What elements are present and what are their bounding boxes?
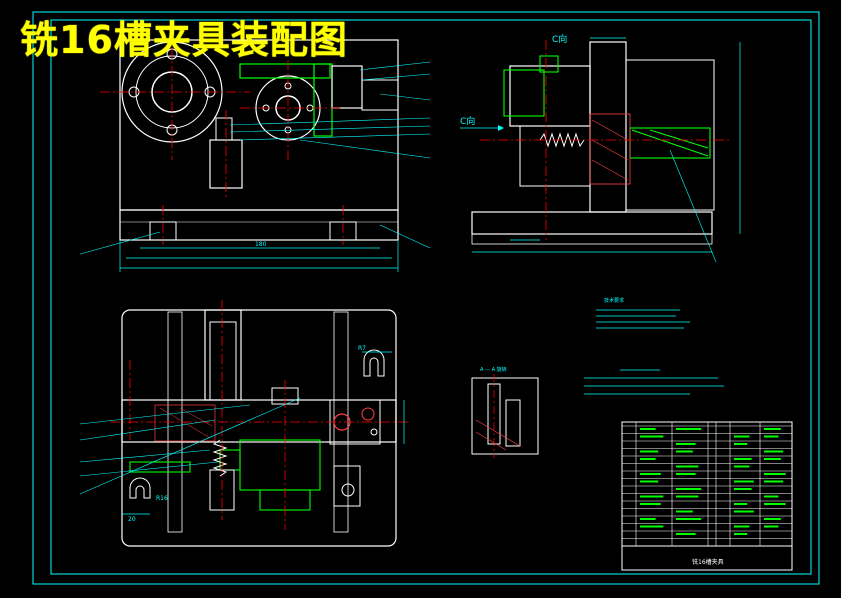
side-view: C向 C向 bbox=[460, 33, 741, 263]
table-cell-mark bbox=[734, 503, 748, 505]
table-cell-mark bbox=[734, 458, 752, 460]
view-c-label-left: C向 bbox=[460, 115, 475, 127]
table-cell-mark bbox=[734, 443, 748, 445]
table-cell-mark bbox=[640, 450, 659, 453]
front-view: 180 bbox=[79, 30, 431, 272]
table-cell-mark bbox=[764, 480, 784, 483]
table-cell-mark bbox=[640, 503, 661, 505]
table-cell-mark bbox=[764, 495, 779, 498]
table-cell-mark bbox=[640, 495, 664, 498]
table-cell-mark bbox=[676, 465, 699, 468]
dim-20: 20 bbox=[128, 516, 136, 523]
table-cell-mark bbox=[764, 518, 781, 520]
table-cell-mark bbox=[764, 458, 781, 460]
view-c-label-top: C向 bbox=[552, 33, 567, 45]
table-cell-mark bbox=[734, 510, 754, 513]
table-cell-mark bbox=[676, 495, 699, 498]
table-cell-mark bbox=[640, 480, 659, 483]
tech-req-heading: 技术要求 bbox=[604, 297, 624, 304]
table-cell-mark bbox=[734, 525, 750, 528]
table-cell-mark bbox=[676, 473, 696, 475]
plan-view: 20 R16 R7 bbox=[79, 300, 410, 547]
table-cell-mark bbox=[734, 435, 750, 438]
table-title: 铣16槽夹具 bbox=[692, 558, 724, 566]
note-block bbox=[584, 369, 724, 395]
table-cell-mark bbox=[764, 450, 784, 453]
table-cell-mark bbox=[734, 533, 748, 535]
sheet-border bbox=[32, 11, 820, 585]
table-cell-mark bbox=[676, 533, 696, 535]
table-cell-mark bbox=[676, 488, 702, 490]
table-cell-mark bbox=[640, 518, 656, 520]
table-cell-mark bbox=[734, 480, 754, 483]
parts-list-table: 铣16槽夹具 bbox=[621, 421, 793, 571]
table-cell-mark bbox=[764, 473, 786, 475]
table-cell-mark bbox=[640, 458, 656, 460]
table-cell-mark bbox=[734, 488, 752, 490]
table-cell-mark bbox=[676, 510, 693, 513]
table-cell-mark bbox=[764, 435, 779, 438]
table-cell-mark bbox=[676, 518, 702, 520]
tech-requirements: 技术要求 bbox=[596, 297, 690, 329]
table-cell-mark bbox=[676, 443, 696, 445]
dim-r16: R16 bbox=[156, 495, 168, 502]
table-cell-mark bbox=[734, 465, 750, 468]
table-cell-mark bbox=[640, 525, 664, 528]
dim-r7: R7 bbox=[358, 345, 366, 352]
table-cell-mark bbox=[764, 503, 786, 505]
table-cell-mark bbox=[640, 435, 664, 438]
table-cell-mark bbox=[676, 450, 693, 453]
table-cell-mark bbox=[640, 428, 656, 430]
table-cell-mark bbox=[640, 473, 661, 475]
table-cell-mark bbox=[764, 428, 781, 430]
section-a-a: A — A 旋转 bbox=[471, 366, 539, 458]
page-title: 铣16槽夹具装配图 bbox=[20, 18, 348, 62]
section-label: A — A 旋转 bbox=[480, 366, 507, 373]
dim-180: 180 bbox=[255, 241, 267, 248]
table-cell-mark bbox=[676, 428, 702, 430]
table-cell-mark bbox=[764, 525, 779, 528]
